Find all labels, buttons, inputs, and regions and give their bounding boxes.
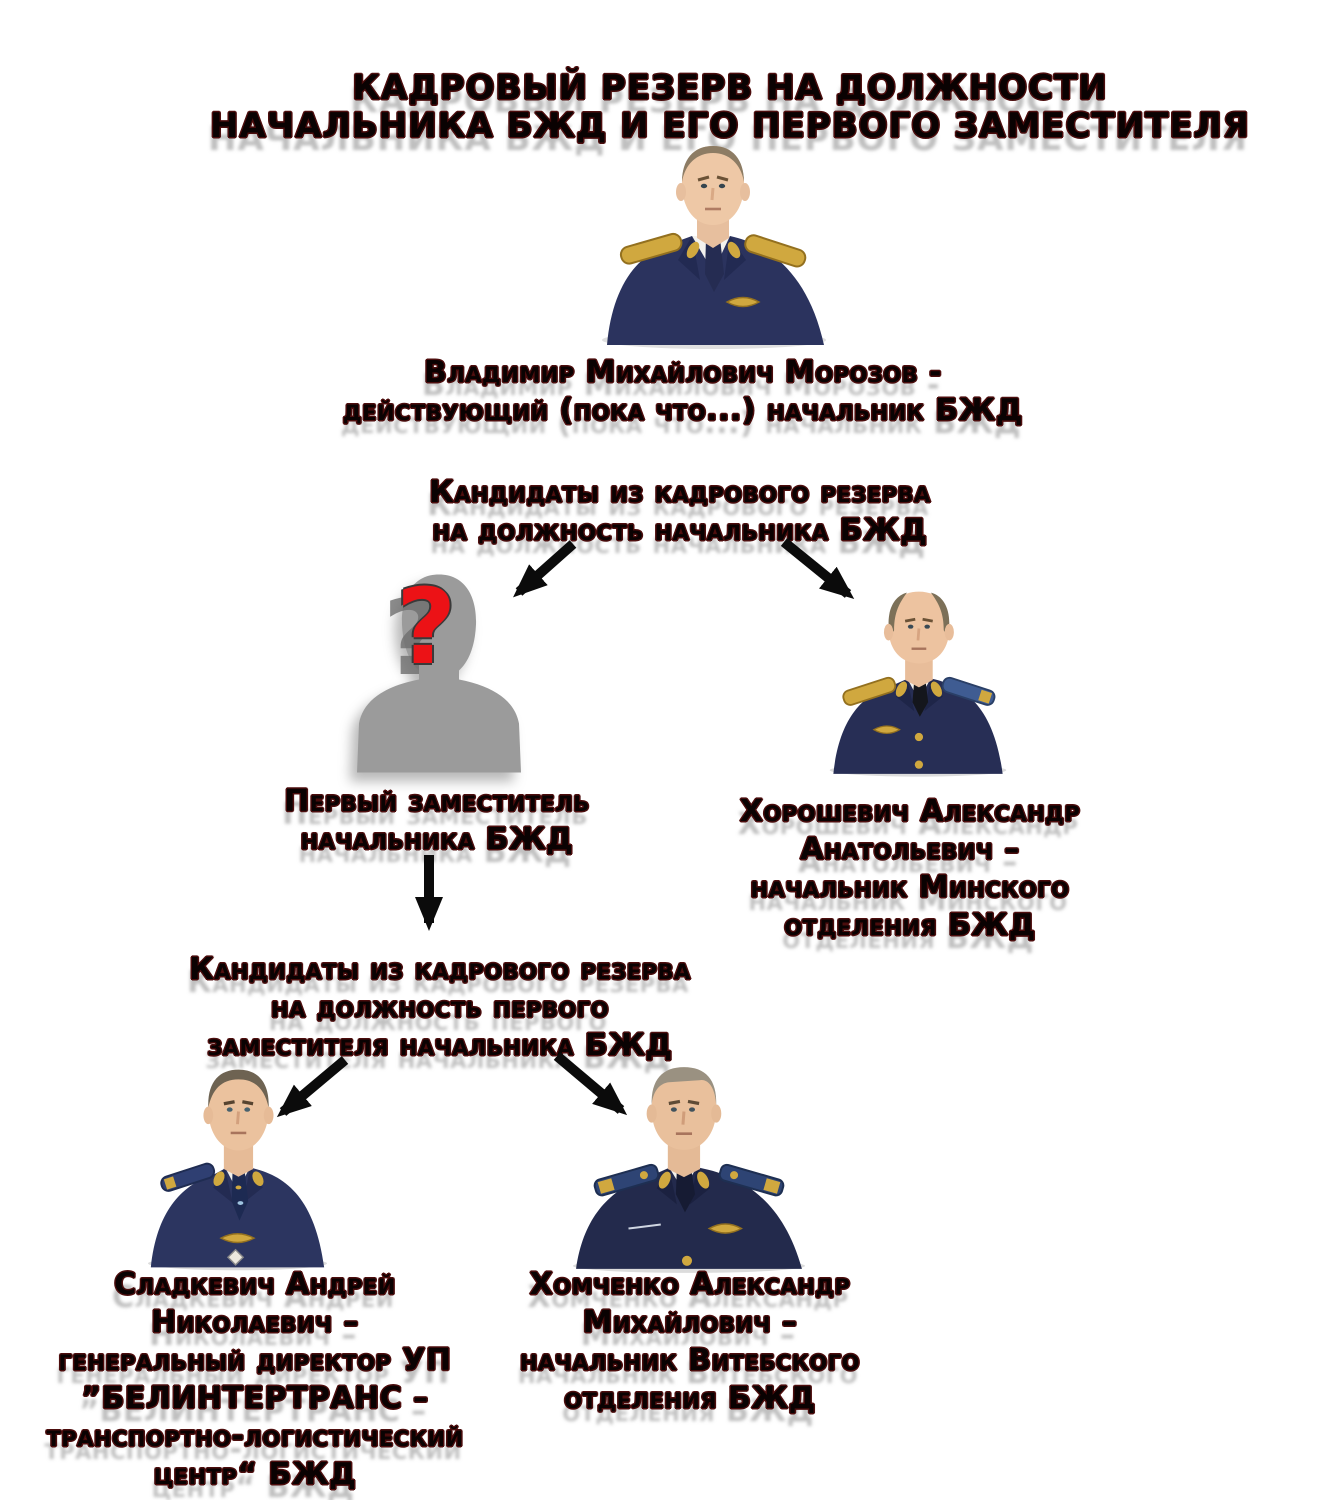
- caption-khoroshevich: Хорошевич Александр Анатольевич – началь…: [739, 794, 1081, 943]
- portrait-sladkevich-illustration: [147, 1069, 328, 1271]
- caption-sladkevich: Сладкевич Андрей Николаевич – генеральны…: [46, 1267, 464, 1492]
- photo-khoroshevich: [826, 580, 1010, 780]
- arrow-down-right-icon: [770, 536, 870, 610]
- portrait-morozov-illustration: [602, 146, 826, 349]
- portrait-khoroshevich-illustration: [829, 591, 1007, 777]
- portrait-khomchenko-illustration: [573, 1067, 805, 1273]
- vacancy-silhouette: ?: [348, 563, 530, 781]
- arrow-down-right-icon: [545, 1050, 645, 1124]
- caption-khomchenko: Хомченко Александр Михайлович – начальни…: [519, 1267, 861, 1416]
- arrow-down-left-icon: [255, 1052, 355, 1126]
- arrow-down-icon: [415, 851, 443, 951]
- caption-morozov: Владимир Михайлович Морозов - действующи…: [342, 355, 1024, 428]
- caption-first-deputy-vacancy: Первый заместитель начальника БЖД: [284, 784, 590, 857]
- heading-deputy-candidates: Кандидаты из кадрового резерва на должно…: [189, 952, 691, 1063]
- question-mark: ?: [396, 566, 457, 688]
- photo-morozov: [592, 140, 832, 350]
- anonymous-person-icon: [357, 574, 521, 773]
- arrow-down-left-icon: [495, 538, 590, 610]
- heading-chief-candidates: Кандидаты из кадрового резерва на должно…: [429, 475, 931, 548]
- page-title: КАДРОВЫЙ РЕЗЕРВ НА ДОЛЖНОСТИ НАЧАЛЬНИКА …: [210, 67, 1250, 146]
- photo-sladkevich: [145, 1062, 330, 1274]
- photo-khomchenko: [568, 1058, 810, 1274]
